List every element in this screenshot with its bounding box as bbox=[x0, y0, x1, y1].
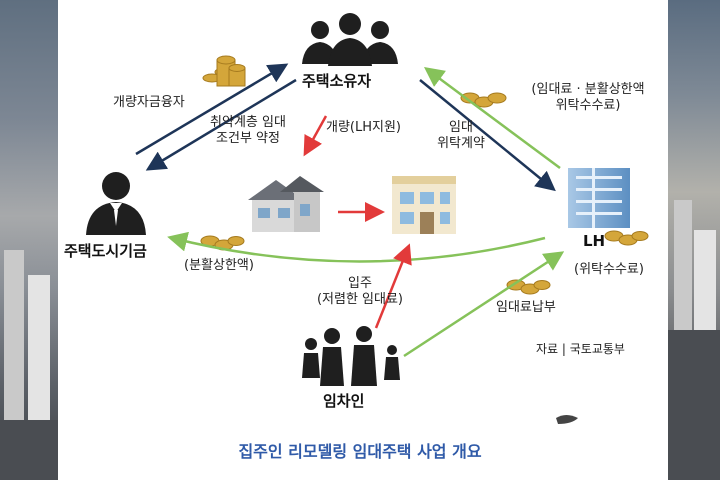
arrow-lease-contract bbox=[419, 79, 556, 192]
vulnerable-line-2: 조건부 약정 bbox=[216, 131, 280, 147]
owner-label: 주택소유자 bbox=[302, 72, 372, 90]
rent-fee-label: (임대료 · 분활상한액 위탁수수료) bbox=[512, 82, 664, 115]
agency-label: 주택도시기금 bbox=[64, 242, 147, 260]
rent-payment-label: 임대료납부 bbox=[496, 300, 556, 315]
arrow-installment bbox=[167, 231, 546, 263]
rent-line-1: (임대료 · 분활상한액 bbox=[531, 82, 645, 97]
lh-fee-label: (위탁수수료) bbox=[574, 262, 644, 277]
loan-label: 개량자금융자 bbox=[113, 95, 185, 110]
lease-line-2: 위탁계약 bbox=[437, 136, 485, 152]
tenant-icon bbox=[302, 326, 400, 386]
installment-label: (분활상한액) bbox=[184, 258, 254, 273]
rent-line-2: 위탁수수료) bbox=[555, 98, 621, 114]
new-house-icon bbox=[392, 176, 456, 234]
lh-building-icon bbox=[568, 168, 630, 228]
owner-icon bbox=[302, 13, 398, 66]
coin-stack-icon bbox=[202, 55, 246, 87]
arrow-rent-payment bbox=[403, 251, 565, 358]
lease-line-1: 임대 bbox=[449, 120, 473, 135]
arrow-loan bbox=[135, 63, 289, 156]
coin-icon bbox=[506, 279, 551, 295]
diagram-caption: 집주인 리모델링 임대주택 사업 개요 bbox=[238, 442, 482, 461]
arrow-renovation bbox=[303, 115, 328, 157]
coin-icon bbox=[604, 230, 649, 246]
move-in-label: 입주 (저렴한 임대료) bbox=[300, 276, 420, 309]
background-photo-right bbox=[668, 0, 720, 480]
old-house-icon bbox=[248, 176, 324, 232]
lease-contract-label: 임대 위탁계약 bbox=[426, 120, 496, 153]
vulnerable-agreement-label: 취약계층 임대 조건부 약정 bbox=[200, 115, 296, 148]
move-in-line-1: 입주 bbox=[348, 276, 372, 291]
agency-icon bbox=[86, 172, 146, 235]
decorative-mark bbox=[556, 415, 578, 424]
arrow-rent-to-owner bbox=[423, 67, 561, 170]
source-note: 자료 | 국토교통부 bbox=[536, 342, 625, 356]
vulnerable-line-1: 취약계층 임대 bbox=[210, 115, 286, 130]
renovation-label: 개량(LH지원) bbox=[326, 120, 402, 135]
coin-icon bbox=[460, 92, 507, 108]
tenant-label: 임차인 bbox=[323, 392, 365, 410]
arrow-move-in bbox=[374, 243, 412, 329]
background-photo-left bbox=[0, 0, 58, 480]
lh-label: LH bbox=[583, 232, 606, 250]
arrow-vulnerable-agreement bbox=[145, 78, 297, 171]
move-in-line-2: (저렴한 임대료) bbox=[316, 292, 404, 308]
diagram-panel bbox=[58, 0, 668, 480]
